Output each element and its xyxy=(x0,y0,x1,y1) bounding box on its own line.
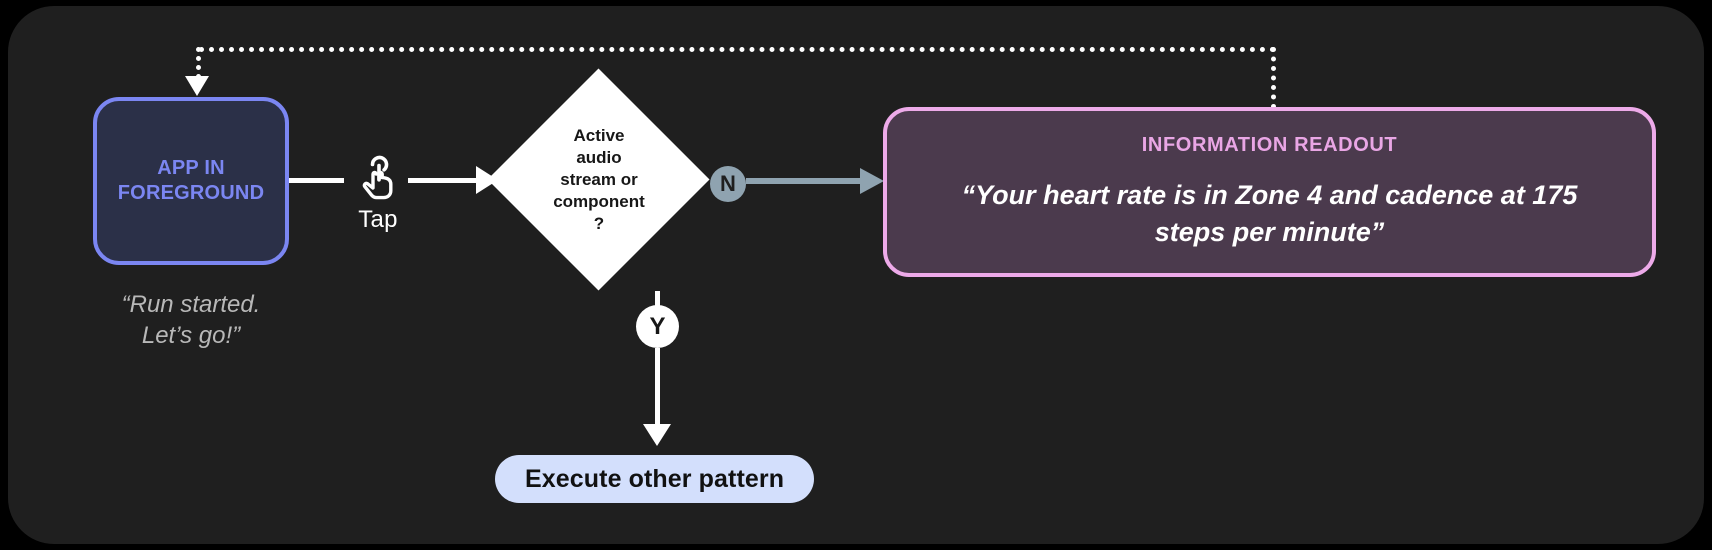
feedback-loop-arrowhead xyxy=(185,76,209,96)
node-app-in-foreground[interactable]: APP IN FOREGROUND xyxy=(93,97,289,265)
decision-label-line2: audio xyxy=(576,147,622,167)
diagram-canvas: APP IN FOREGROUND “Run started. Let’s go… xyxy=(8,6,1704,544)
decision-label-line4: component xyxy=(553,192,645,212)
feedback-loop-top-segment xyxy=(199,47,1276,52)
node-app-label: APP IN FOREGROUND xyxy=(118,156,264,206)
connector-yes-to-execute xyxy=(655,348,660,427)
branch-badge-yes: Y xyxy=(636,305,679,348)
node-app-label-line1: APP IN xyxy=(157,157,225,179)
step-tap-label: Tap xyxy=(358,206,398,233)
node-app-caption-line2: Let’s go!” xyxy=(141,322,241,350)
panel-information-readout[interactable]: INFORMATION READOUT “Your heart rate is … xyxy=(883,107,1656,277)
feedback-loop-right-segment xyxy=(1271,47,1276,109)
node-app-label-line2: FOREGROUND xyxy=(117,182,265,204)
decision-label-line3: stream or xyxy=(560,169,638,189)
connector-tap-to-decision xyxy=(408,178,480,183)
decision-label-line1: Active xyxy=(573,125,625,145)
readout-body: “Your heart rate is in Zone 4 and cadenc… xyxy=(961,180,1578,247)
node-decision-audio-stream[interactable]: Active audio stream or component ? xyxy=(487,68,710,291)
connector-no-to-readout xyxy=(746,178,864,184)
step-tap: Tap xyxy=(346,152,410,234)
branch-badge-no: N xyxy=(710,166,746,202)
decision-label: Active audio stream or component ? xyxy=(488,125,710,235)
connector-no-arrowhead xyxy=(860,168,884,194)
feedback-loop-left-segment xyxy=(196,47,201,79)
node-app-caption-line1: “Run started. xyxy=(121,291,261,318)
connector-app-to-tap xyxy=(289,178,344,183)
connector-decision-to-yes xyxy=(655,291,660,306)
decision-label-line5: ? xyxy=(593,214,605,234)
readout-title: INFORMATION READOUT xyxy=(1141,134,1398,157)
node-execute-other-pattern[interactable]: Execute other pattern xyxy=(495,455,815,503)
node-app-caption: “Run started. Let’s go!” xyxy=(71,289,311,351)
connector-yes-arrowhead xyxy=(643,424,671,446)
tap-gesture-icon xyxy=(346,152,410,202)
